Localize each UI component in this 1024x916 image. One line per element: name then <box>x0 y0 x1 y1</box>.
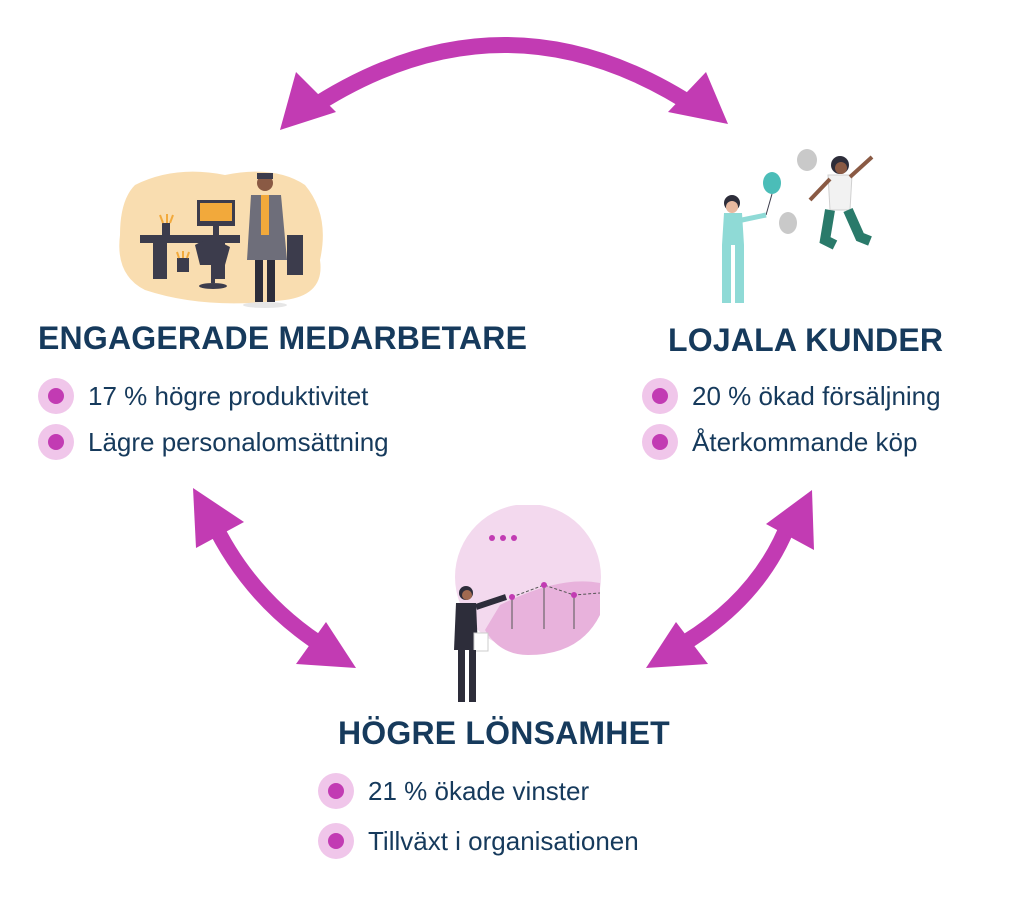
bullet-list-engaged: 17 % högre produktivitet Lägre personalo… <box>38 373 389 465</box>
bullet-icon <box>38 378 74 414</box>
bullet-text: Tillväxt i organisationen <box>368 825 639 856</box>
bullet-text: Återkommande köp <box>692 426 918 457</box>
node-title-engaged: ENGAGERADE MEDARBETARE <box>38 320 528 356</box>
bullet-text: 21 % ökade vinster <box>368 775 590 806</box>
list-item: Lägre personalomsättning <box>38 419 389 465</box>
list-item: 20 % ökad försäljning <box>642 373 941 419</box>
list-item: Tillväxt i organisationen <box>318 816 639 866</box>
celebrating-customers-illustration <box>722 149 874 303</box>
bullet-icon <box>318 773 354 809</box>
arrow-loyal-profit <box>646 490 814 668</box>
bullet-text: 20 % ökad försäljning <box>692 380 941 411</box>
list-item: Återkommande köp <box>642 419 941 465</box>
bullet-icon <box>642 424 678 460</box>
arrow-engaged-loyal <box>280 37 728 130</box>
bullet-icon <box>642 378 678 414</box>
node-title-loyal: LOJALA KUNDER <box>668 322 944 358</box>
presenter-chart-illustration <box>454 505 601 702</box>
list-item: 21 % ökade vinster <box>318 766 639 816</box>
bullet-text: Lägre personalomsättning <box>88 426 389 457</box>
bullet-text: 17 % högre produktivitet <box>88 380 369 411</box>
bullet-list-loyal: 20 % ökad försäljning Återkommande köp <box>642 373 941 465</box>
node-title-profit: HÖGRE LÖNSAMHET <box>338 715 670 751</box>
bullet-icon <box>318 823 354 859</box>
arrow-engaged-profit <box>193 488 356 668</box>
office-worker-illustration <box>119 171 323 308</box>
list-item: 17 % högre produktivitet <box>38 373 389 419</box>
bullet-icon <box>38 424 74 460</box>
bullet-list-profit: 21 % ökade vinster Tillväxt i organisati… <box>318 766 639 866</box>
